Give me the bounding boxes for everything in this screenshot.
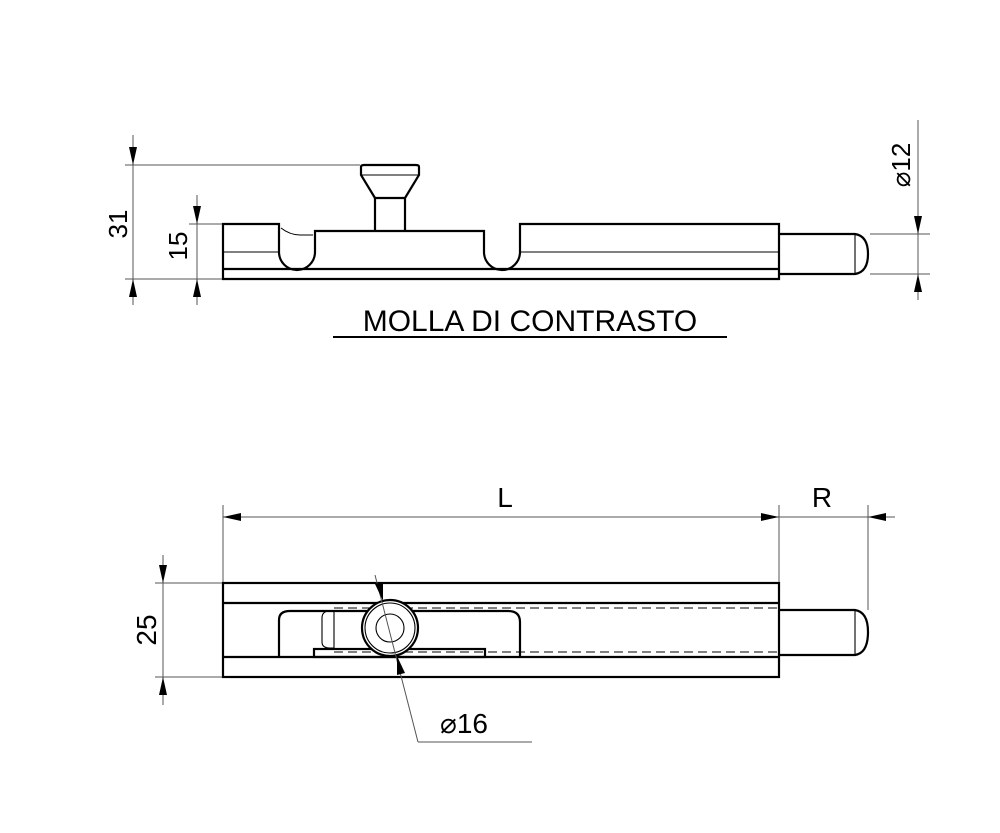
dim-31-label: 31 — [103, 210, 133, 239]
dim-L-label: L — [497, 482, 513, 513]
dimension-R: R — [812, 482, 886, 610]
dim-16-label: ⌀16 — [440, 708, 488, 739]
dim-R-label: R — [812, 482, 832, 513]
dimension-L: L — [222, 482, 895, 582]
side-view-caption: MOLLA DI CONTRASTO — [363, 305, 698, 338]
dim-15-label: 15 — [163, 232, 193, 261]
top-view-bolt — [221, 581, 870, 679]
dimension-25: 25 — [131, 555, 222, 705]
dim-25-label: 25 — [131, 614, 162, 645]
side-view-bolt — [221, 163, 870, 281]
dimension-15: 15 — [163, 195, 222, 305]
dimension-knob-diameter: ⌀16 — [374, 574, 532, 743]
dim-12-label: ⌀12 — [886, 143, 916, 188]
dimension-pin-diameter: ⌀12 — [870, 120, 930, 300]
dimension-31: 31 — [103, 135, 360, 305]
